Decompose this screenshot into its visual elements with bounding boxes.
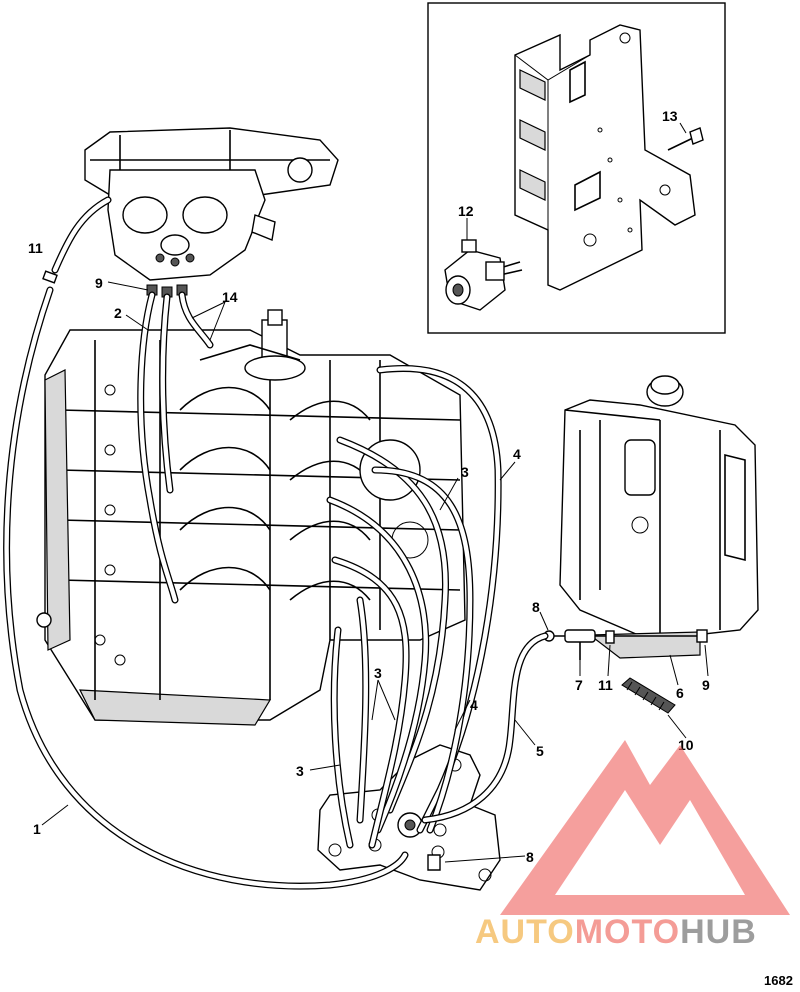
callout-9-top: 9 [95, 275, 103, 291]
hose-1 [3, 286, 409, 890]
oil-tank [559, 375, 759, 659]
callout-2: 2 [114, 305, 122, 321]
leader-lines [41, 281, 709, 863]
callout-8-right: 8 [532, 599, 540, 615]
svg-text:AUTOMOTOHUB: AUTOMOTOHUB [475, 913, 757, 951]
oil-pump-assembly [84, 127, 339, 281]
callout-13: 13 [662, 108, 678, 124]
mounting-bracket [514, 24, 696, 291]
callout-14: 14 [222, 289, 238, 305]
watermark-logo: AUTOMOTOHUB [475, 740, 790, 951]
callout-8-lower: 8 [526, 849, 534, 865]
callout-3-lower: 3 [296, 763, 304, 779]
callout-3-upper: 3 [461, 464, 469, 480]
callout-labels: 11 9 2 14 3 4 3 4 3 5 1 8 8 7 11 6 9 10 … [28, 108, 710, 865]
callout-1: 1 [33, 821, 41, 837]
hose-14 [178, 291, 214, 349]
adapter-plate [317, 744, 501, 891]
sensor-12 [444, 239, 523, 311]
engine-block [36, 309, 466, 726]
callout-11-top: 11 [28, 240, 43, 256]
watermark-triangle-icon [500, 740, 790, 915]
hose-2 [137, 291, 179, 604]
callout-12: 12 [458, 203, 474, 219]
watermark-auto: AUTO [475, 913, 575, 951]
callout-6: 6 [676, 685, 684, 701]
callout-5: 5 [536, 743, 544, 759]
filter-10 [621, 677, 676, 714]
fitting-9-right [696, 629, 708, 643]
callout-11-right: 11 [598, 677, 613, 693]
hoses-4 [371, 365, 502, 834]
hose-11-top [42, 196, 112, 284]
figure-number: 1682 [764, 973, 793, 988]
hose-5 [421, 632, 549, 824]
clamp-11-right [605, 630, 615, 644]
callout-9-right: 9 [702, 677, 710, 693]
watermark-hub: HUB [680, 913, 757, 951]
callout-3-middle: 3 [374, 665, 382, 681]
bolt-13 [667, 127, 704, 151]
check-valve-7 [564, 629, 596, 660]
callout-4-upper: 4 [513, 446, 521, 462]
watermark-moto: MOTO [575, 913, 680, 951]
callout-4-lower: 4 [470, 697, 478, 713]
callout-7: 7 [575, 677, 583, 693]
